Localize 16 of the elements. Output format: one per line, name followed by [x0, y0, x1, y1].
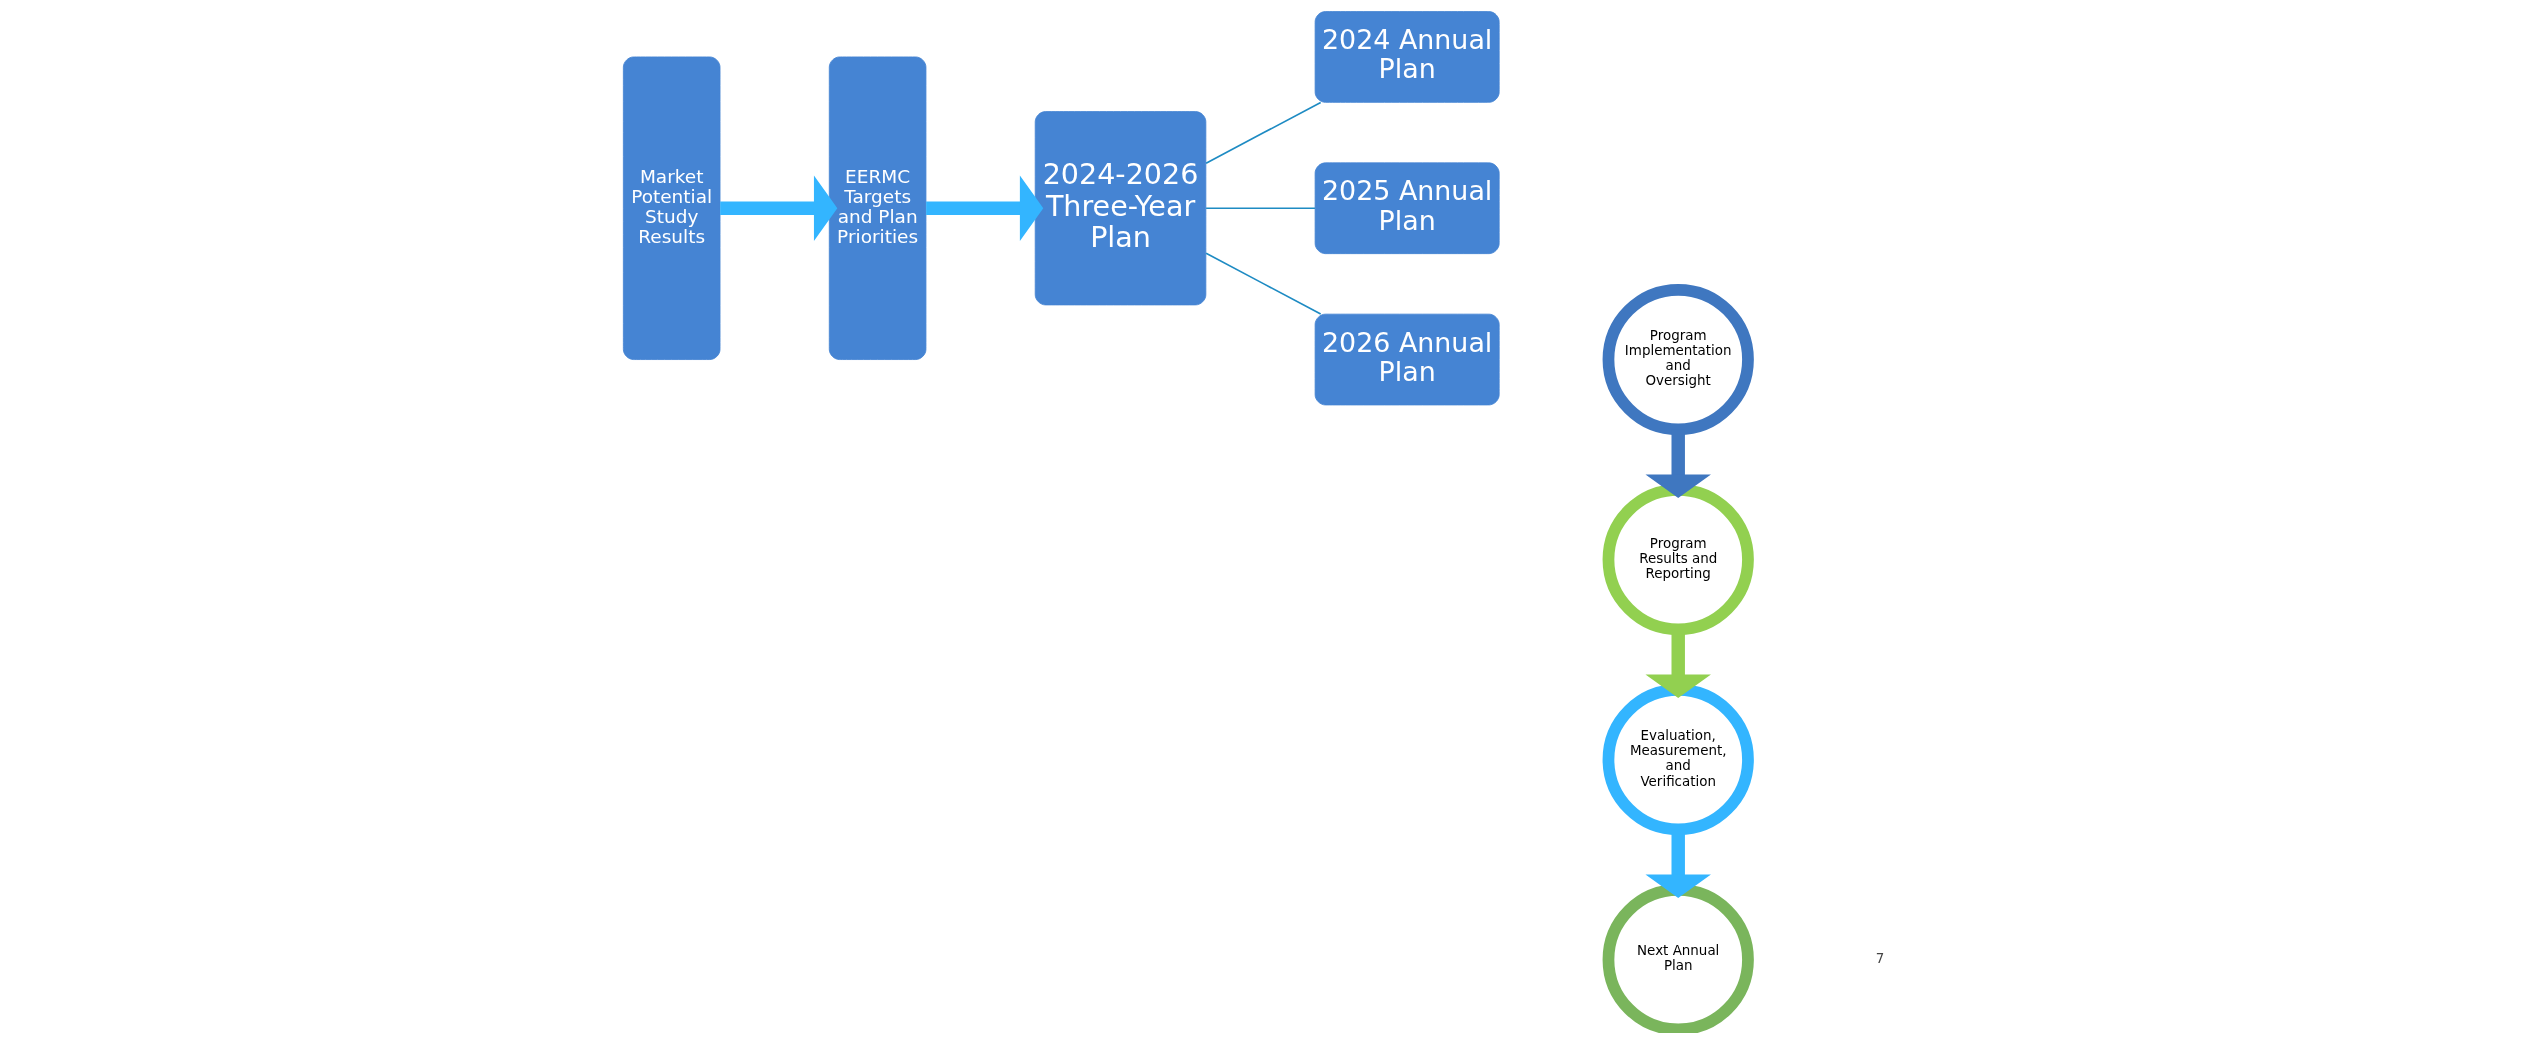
node-circle: Evaluation, Measurement, and Verification [1602, 684, 1754, 836]
arrow [720, 175, 838, 241]
connector [1205, 207, 1316, 210]
node-box: 2024 Annual Plan [1314, 11, 1500, 103]
node-box: EERMC Targets and Plan Priorities [828, 56, 927, 360]
node-circle: Program Implementation and Oversight [1602, 283, 1754, 436]
node-box: 2024-2026 Three-Year Plan [1034, 111, 1207, 306]
node-box: 2026 Annual Plan [1314, 313, 1500, 406]
node-box: 2025 Annual Plan [1314, 162, 1500, 255]
arrow [926, 175, 1044, 241]
label: 7 [1875, 950, 1885, 966]
connector [1205, 101, 1322, 165]
node-circle: Program Results and Reporting [1602, 483, 1754, 636]
node-circle: Next Annual Plan [1602, 884, 1754, 1033]
node-box: Market Potential Study Results [622, 56, 721, 360]
connector [1205, 252, 1322, 315]
